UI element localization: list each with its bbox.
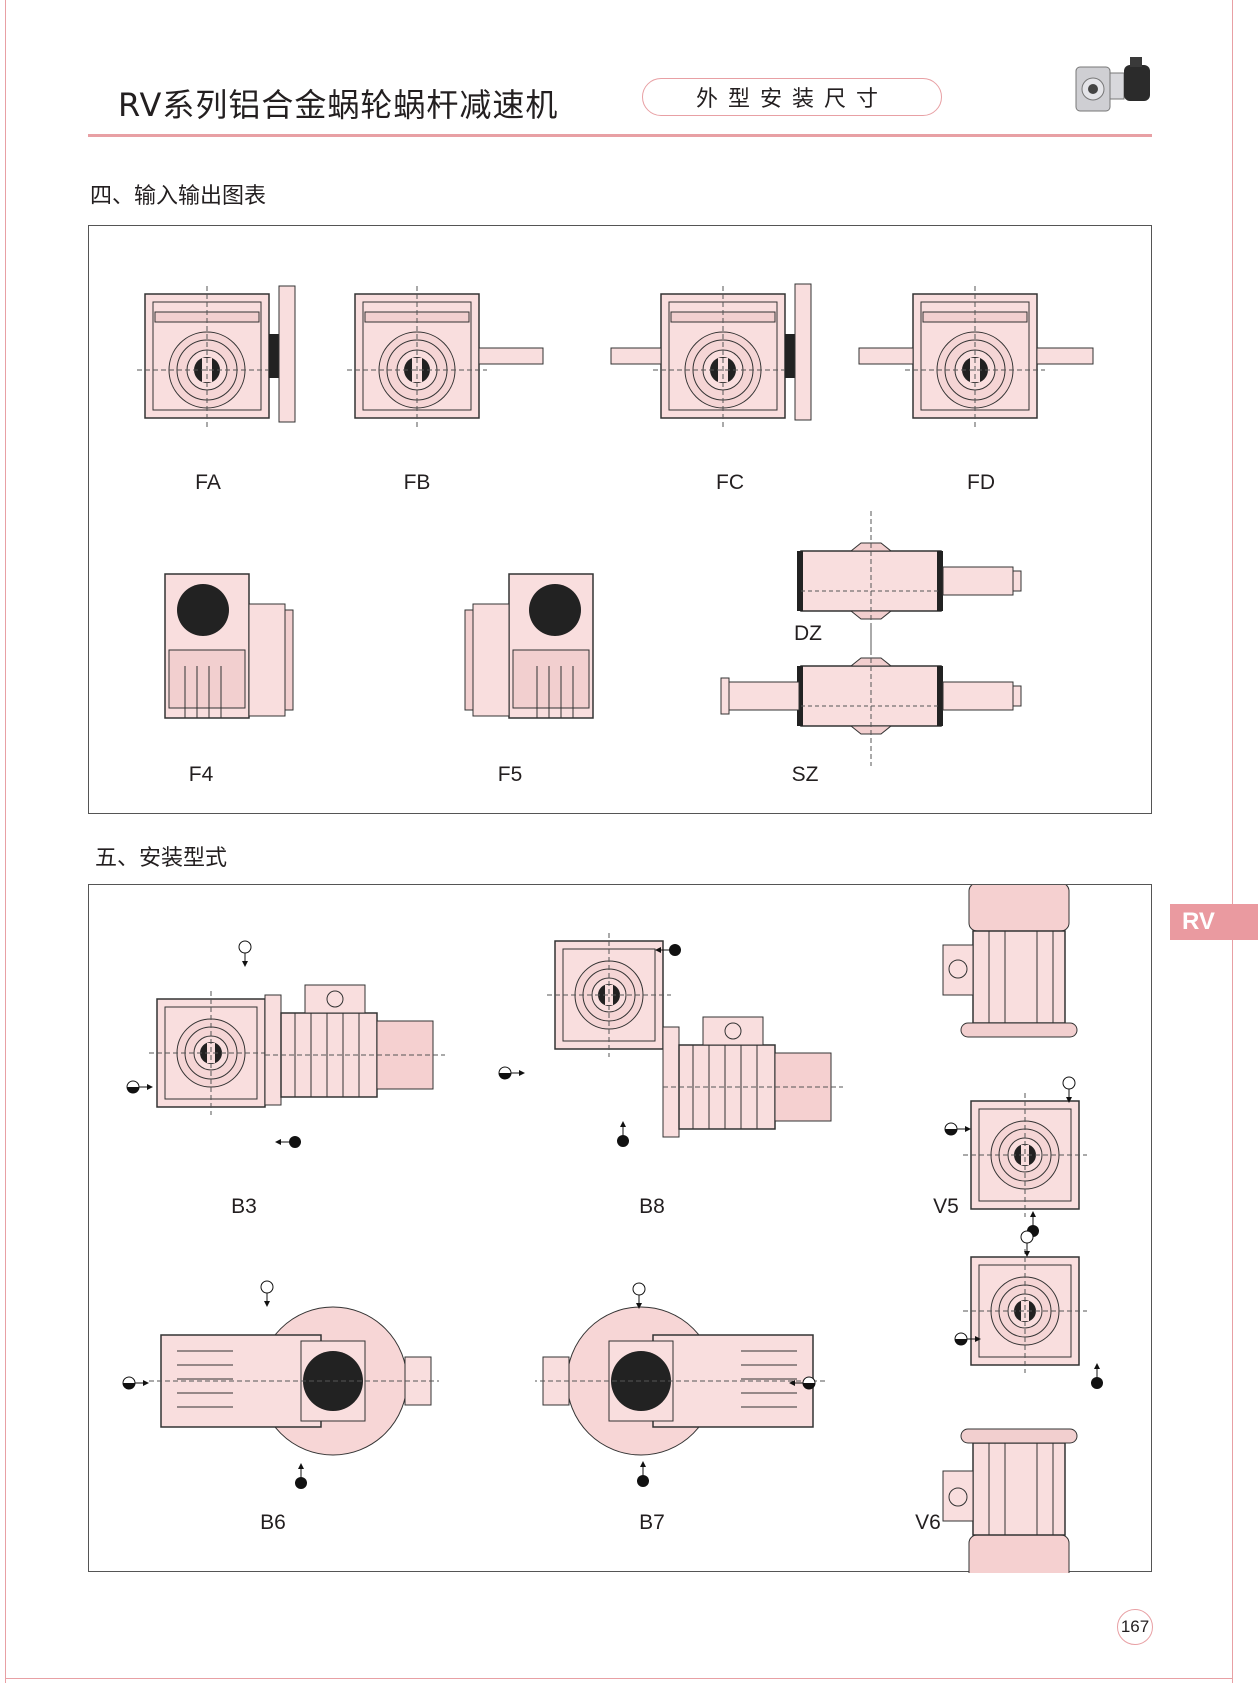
section-title-io: 四、输入输出图表 bbox=[90, 184, 267, 209]
label-dz: DZ bbox=[794, 622, 822, 645]
label-f4: F4 bbox=[188, 763, 214, 786]
header-divider bbox=[88, 134, 1152, 137]
label-fa: FA bbox=[195, 471, 221, 494]
label-fb: FB bbox=[403, 471, 431, 494]
label-b3: B3 bbox=[231, 1195, 257, 1218]
diagram-b6 bbox=[122, 1280, 440, 1490]
label-fd: FD bbox=[967, 471, 995, 494]
label-b6: B6 bbox=[260, 1511, 286, 1534]
diagram-fb bbox=[346, 285, 544, 429]
section-badge: 外型安装尺寸 bbox=[642, 78, 942, 116]
diagram-b8 bbox=[498, 932, 844, 1148]
page-number: 167 bbox=[1117, 1609, 1153, 1645]
label-v5: V5 bbox=[933, 1195, 959, 1218]
diagram-fd bbox=[858, 285, 1094, 429]
label-v6: V6 bbox=[915, 1511, 941, 1534]
section-title-mounting: 五、安装型式 bbox=[95, 846, 228, 871]
page-title: RV系列铝合金蜗轮蜗杆减速机 bbox=[118, 86, 559, 124]
diagram-f5 bbox=[464, 573, 594, 719]
page-border-right bbox=[1232, 0, 1233, 1683]
diagram-fc bbox=[610, 283, 812, 429]
diagram-fa bbox=[136, 285, 296, 429]
label-sz: SZ bbox=[791, 763, 819, 786]
label-b8: B8 bbox=[639, 1195, 665, 1218]
diagram-v6 bbox=[942, 1230, 1104, 1573]
page-border-bottom bbox=[5, 1678, 1233, 1679]
diagram-v5 bbox=[942, 885, 1088, 1238]
diagram-b3 bbox=[126, 940, 446, 1149]
label-f5: F5 bbox=[497, 763, 523, 786]
label-fc: FC bbox=[716, 471, 744, 494]
diagram-f4 bbox=[164, 573, 294, 719]
mounting-diagram-panel: B3 B8 V5 B6 B7 V6 bbox=[88, 884, 1152, 1573]
gear-reducer-photo-icon bbox=[1075, 57, 1150, 112]
diagram-dz bbox=[796, 510, 1022, 652]
label-b7: B7 bbox=[639, 1511, 665, 1534]
page-border-left bbox=[5, 0, 6, 1683]
diagram-b7 bbox=[534, 1282, 826, 1488]
diagram-sz bbox=[720, 625, 1022, 767]
io-diagram-panel: FA FB FC FD F4 F5 DZ SZ bbox=[88, 225, 1152, 814]
rv-side-tab: RV bbox=[1170, 904, 1258, 940]
